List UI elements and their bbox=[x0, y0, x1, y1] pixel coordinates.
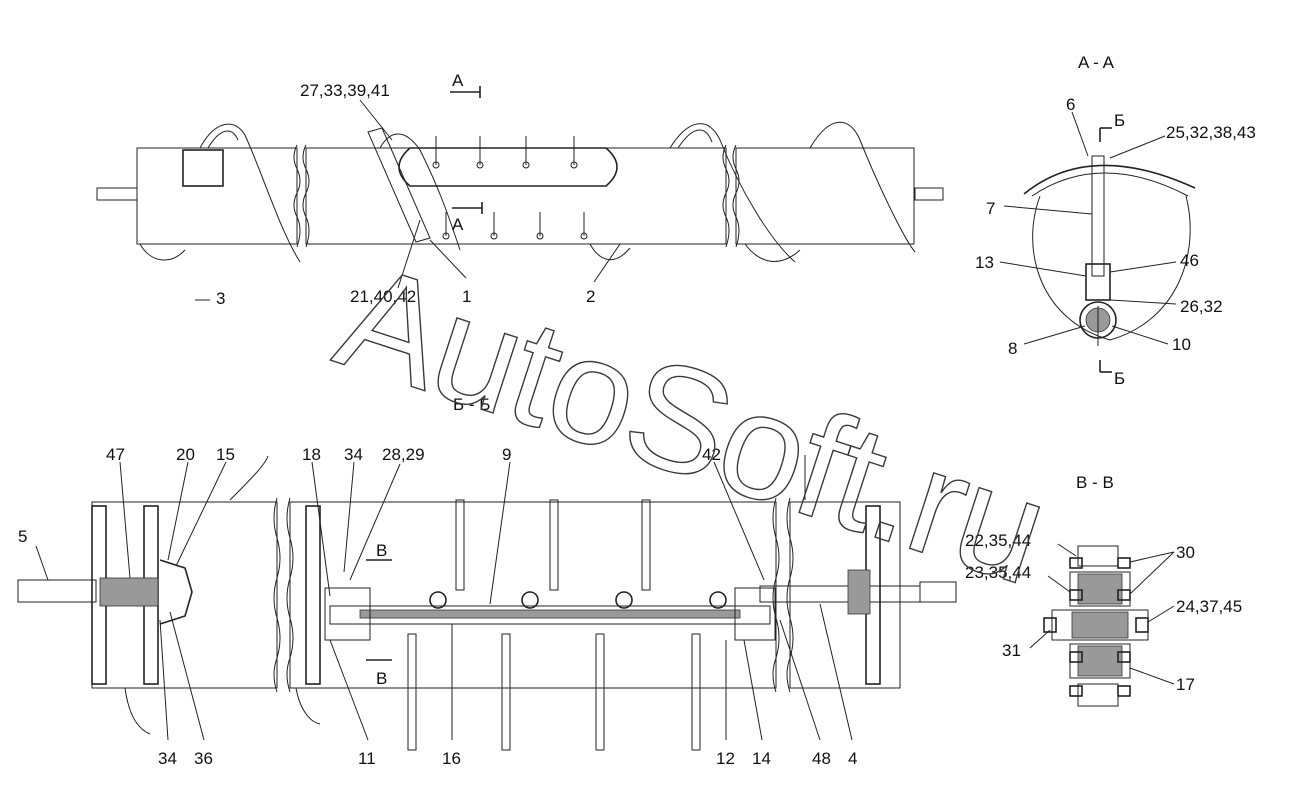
cut-mark-a-bottom: А bbox=[452, 215, 464, 234]
label-15: 15 bbox=[216, 445, 235, 464]
cut-mark-b-top: Б bbox=[1114, 111, 1125, 130]
label-9: 9 bbox=[502, 445, 511, 464]
cut-mark-v-top: В bbox=[376, 541, 387, 560]
section-bb-title: Б - Б bbox=[453, 395, 490, 414]
label-47: 47 bbox=[106, 445, 125, 464]
section-aa-drawing bbox=[999, 111, 1196, 373]
section-aa-title: A - A bbox=[1078, 53, 1115, 72]
label-4: 4 bbox=[848, 749, 857, 768]
label-12: 12 bbox=[716, 749, 735, 768]
watermark: AutoSoft.ru bbox=[319, 230, 1065, 616]
section-vv-drawing bbox=[1029, 543, 1175, 707]
label-17: 17 bbox=[1176, 675, 1195, 694]
label-25-32-38-43: 25,32,38,43 bbox=[1166, 123, 1256, 142]
label-5: 5 bbox=[18, 527, 27, 546]
label-30: 30 bbox=[1176, 543, 1195, 562]
svg-text:AutoSoft.ru: AutoSoft.ru bbox=[320, 231, 1065, 616]
label-1: 1 bbox=[462, 287, 471, 306]
label-10: 10 bbox=[1172, 335, 1191, 354]
section-bb-drawing bbox=[17, 455, 957, 751]
section-vv-title: В - В bbox=[1076, 473, 1114, 492]
label-6: 6 bbox=[1066, 95, 1075, 114]
label-27-33-39-41: 27,33,39,41 bbox=[300, 81, 390, 100]
cut-mark-a-top: А bbox=[452, 71, 464, 90]
label-11: 11 bbox=[358, 749, 376, 768]
label-21-40-42: 21,40,42 bbox=[350, 287, 416, 306]
label-16: 16 bbox=[442, 749, 461, 768]
label-13: 13 bbox=[975, 253, 994, 272]
label-22-35-44: 22,35,44 bbox=[965, 531, 1031, 550]
label-14: 14 bbox=[752, 749, 771, 768]
label-18: 18 bbox=[302, 445, 321, 464]
label-26-32: 26,32 bbox=[1180, 297, 1223, 316]
label-42: 42 bbox=[702, 445, 721, 464]
label-23-35-44: 23,35,44 bbox=[965, 563, 1031, 582]
cut-mark-b-bottom: Б bbox=[1114, 369, 1125, 388]
cut-mark-v-bottom: В bbox=[376, 669, 387, 688]
label-34-bottom: 34 bbox=[158, 749, 177, 768]
label-3: 3 bbox=[216, 289, 225, 308]
label-24-37-45: 24,37,45 bbox=[1176, 597, 1242, 616]
label-28-29: 28,29 bbox=[382, 445, 425, 464]
label-2: 2 bbox=[586, 287, 595, 306]
label-48: 48 bbox=[812, 749, 831, 768]
label-46: 46 bbox=[1180, 251, 1199, 270]
label-31: 31 bbox=[1002, 641, 1021, 660]
label-8: 8 bbox=[1008, 339, 1017, 358]
label-34-top: 34 bbox=[344, 445, 363, 464]
label-36: 36 bbox=[194, 749, 213, 768]
label-7: 7 bbox=[986, 199, 995, 218]
label-20: 20 bbox=[176, 445, 195, 464]
top-view-auger bbox=[96, 86, 944, 301]
